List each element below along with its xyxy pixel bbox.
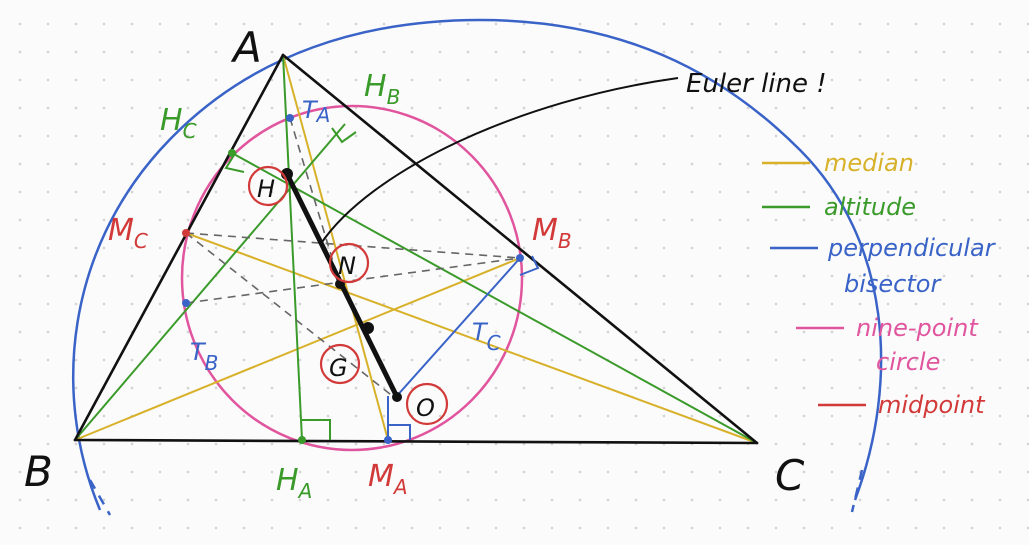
right-angle-marks <box>224 127 540 440</box>
legend-midpoint: midpoint <box>878 391 986 419</box>
point-highlights <box>247 165 449 426</box>
legend-median: median <box>824 149 914 177</box>
side-ac <box>281 53 759 445</box>
legend-perpendicular: perpendicular <box>827 234 997 262</box>
point-ma <box>384 436 392 444</box>
altitude-from-a <box>282 54 303 441</box>
legend-bisector: bisector <box>844 270 942 298</box>
label-o: O <box>416 394 435 422</box>
vertex-c-label: C <box>775 451 805 500</box>
legend-circle: circle <box>876 348 940 376</box>
label-h: H <box>257 175 275 203</box>
label-ma: MA <box>368 459 408 499</box>
label-tc: TC <box>472 318 501 355</box>
label-mb: MB <box>532 213 572 253</box>
point-hc <box>228 149 236 157</box>
label-hb: HB <box>364 69 400 109</box>
point-mb <box>516 254 524 262</box>
altitude-from-c <box>231 152 758 444</box>
vertex-a-label: A <box>230 23 262 72</box>
altitude-from-b <box>74 123 346 441</box>
label-hc: HC <box>160 103 197 143</box>
label-tb: TB <box>190 338 218 375</box>
point-o <box>392 392 402 402</box>
side-ab <box>73 53 285 442</box>
label-n: N <box>338 252 356 280</box>
legend-nine-point: nine-point <box>856 314 979 342</box>
circumcircle <box>72 18 883 511</box>
label-ha: HA <box>276 463 312 503</box>
circumcircle-ends <box>88 469 864 516</box>
legend: median altitude perpendicular bisector n… <box>762 149 997 419</box>
point-g <box>362 322 374 334</box>
point-tb <box>182 299 190 307</box>
nine-point-circle <box>180 104 524 452</box>
label-mc: MC <box>108 213 148 253</box>
median-from-c <box>185 232 758 444</box>
bisector-ca <box>394 257 521 399</box>
vertex-b-label: B <box>24 447 53 496</box>
label-ta: TA <box>302 96 330 127</box>
perpendicular-bisectors <box>387 257 521 440</box>
label-g: G <box>329 354 348 382</box>
euler-pointer <box>319 77 679 246</box>
triangle-abc <box>73 53 759 445</box>
median-from-a <box>282 54 389 441</box>
side-bc <box>73 438 759 445</box>
point-ta <box>286 114 294 122</box>
point-mc <box>182 229 190 237</box>
legend-altitude: altitude <box>824 193 916 221</box>
altitudes <box>74 54 758 444</box>
euler-annotation: Euler line ! <box>686 69 827 99</box>
point-ha <box>298 436 306 444</box>
